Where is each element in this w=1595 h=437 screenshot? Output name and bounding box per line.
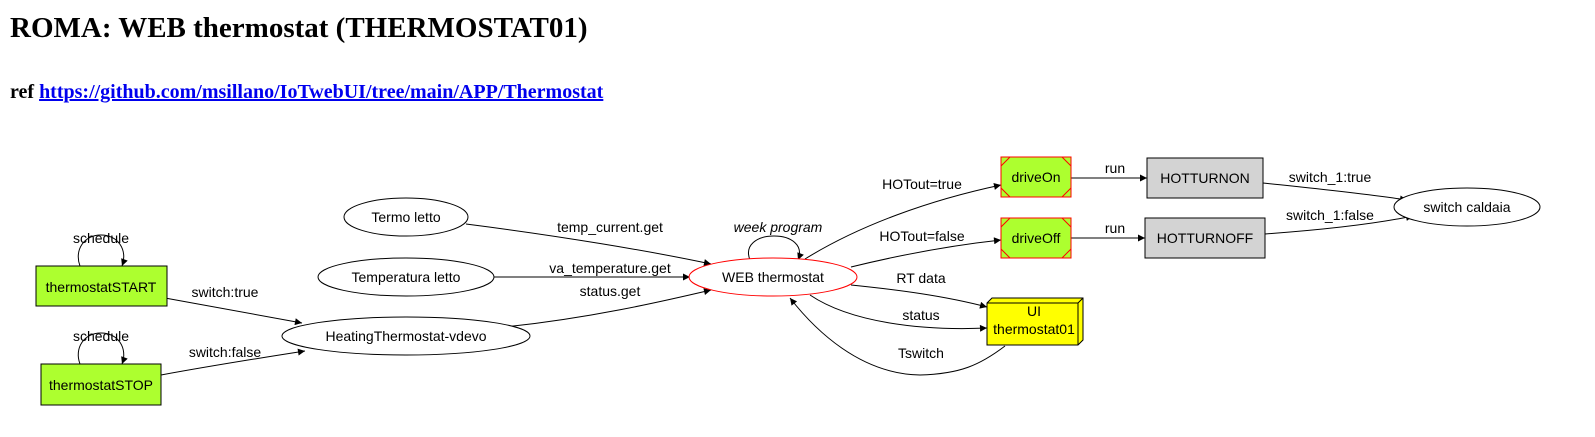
edge-stop-heating xyxy=(160,348,306,376)
edge-hotturnoff-switch xyxy=(1264,214,1414,235)
edge-hotturnon-switch xyxy=(1262,182,1408,203)
node-switch-caldaia[interactable]: switch caldaia xyxy=(1393,187,1541,227)
node-label-switch-caldaia: switch caldaia xyxy=(1423,199,1510,215)
edge-label-status-get: status.get xyxy=(580,283,641,299)
node-label-hotturnoff: HOTTURNOFF xyxy=(1157,230,1253,246)
edge-schedule-start xyxy=(77,234,128,267)
edge-label-switch-1-false: switch_1:false xyxy=(1286,207,1374,223)
edge-label-week-program: week program xyxy=(734,219,823,235)
node-label-drive-off: driveOff xyxy=(1012,230,1061,246)
edge-label-hotout-true: HOTout=true xyxy=(882,176,962,192)
ref-line: ref https://github.com/msillano/IoTwebUI… xyxy=(10,81,603,104)
edges xyxy=(77,174,1414,376)
edge-labels: schedule schedule switch:true switch:fal… xyxy=(73,160,1374,361)
node-thermostat-start[interactable]: thermostatSTART xyxy=(35,265,168,307)
node-thermostat-stop[interactable]: thermostatSTOP xyxy=(40,363,162,406)
nodes: Termo letto Temperatura letto HeatingThe… xyxy=(35,156,1541,406)
node-label-web-thermostat: WEB thermostat xyxy=(722,269,824,285)
edge-label-hotout-false: HOTout=false xyxy=(879,228,964,244)
edge-week-program xyxy=(748,235,804,261)
node-hotturnon[interactable]: HOTTURNON xyxy=(1146,157,1264,199)
edge-label-switch-true: switch:true xyxy=(192,284,259,300)
edge-ui-web-tswitch xyxy=(789,297,1006,376)
edge-web-driveoff xyxy=(850,237,1002,268)
node-label-hotturnon: HOTTURNON xyxy=(1160,170,1249,186)
edge-termo-web xyxy=(465,223,712,266)
node-ui-thermostat[interactable]: UI thermostat01 xyxy=(986,297,1084,346)
edge-web-driveon xyxy=(804,183,1002,260)
edge-label-switch-false: switch:false xyxy=(189,344,262,360)
edge-start-heating xyxy=(164,297,303,326)
edge-heating-web xyxy=(504,288,712,328)
edge-label-status: status xyxy=(902,307,939,323)
edge-label-rt-data: RT data xyxy=(896,270,946,286)
edge-web-ui-rtdata xyxy=(850,284,988,309)
edge-label-run-off: run xyxy=(1105,220,1125,236)
edge-label-va-temperature-get: va_temperature.get xyxy=(549,260,671,276)
edge-schedule-stop xyxy=(77,332,128,365)
node-web-thermostat[interactable]: WEB thermostat xyxy=(688,257,858,297)
node-drive-on[interactable]: driveOn xyxy=(1000,156,1072,198)
edge-label-switch-1-true: switch_1:true xyxy=(1289,169,1372,185)
node-label-ui-line1: UI xyxy=(1027,303,1041,319)
node-temperatura-letto[interactable]: Temperatura letto xyxy=(317,257,495,297)
node-heating-thermostat[interactable]: HeatingThermostat-vdevo xyxy=(281,316,531,356)
node-label-temperatura-letto: Temperatura letto xyxy=(352,269,461,285)
node-drive-off[interactable]: driveOff xyxy=(1000,217,1072,259)
node-label-heating-thermostat: HeatingThermostat-vdevo xyxy=(325,328,486,344)
node-label-drive-on: driveOn xyxy=(1011,169,1060,185)
ref-label: ref xyxy=(10,81,35,103)
node-hotturnoff[interactable]: HOTTURNOFF xyxy=(1144,217,1266,259)
edge-label-schedule-start: schedule xyxy=(73,230,129,246)
edge-label-schedule-stop: schedule xyxy=(73,328,129,344)
page-title: ROMA: WEB thermostat (THERMOSTAT01) xyxy=(10,12,588,44)
edge-label-run-on: run xyxy=(1105,160,1125,176)
node-termo-letto[interactable]: Termo letto xyxy=(343,197,469,237)
github-link[interactable]: https://github.com/msillano/IoTwebUI/tre… xyxy=(39,81,604,103)
edge-web-ui-status xyxy=(809,294,988,332)
node-label-thermostat-stop: thermostatSTOP xyxy=(49,377,153,393)
node-label-thermostat-start: thermostatSTART xyxy=(46,279,157,295)
edge-label-tswitch: Tswitch xyxy=(898,345,944,361)
node-label-ui-line2: thermostat01 xyxy=(993,321,1075,337)
node-label-termo-letto: Termo letto xyxy=(371,209,440,225)
edge-label-temp-current-get: temp_current.get xyxy=(557,219,663,235)
